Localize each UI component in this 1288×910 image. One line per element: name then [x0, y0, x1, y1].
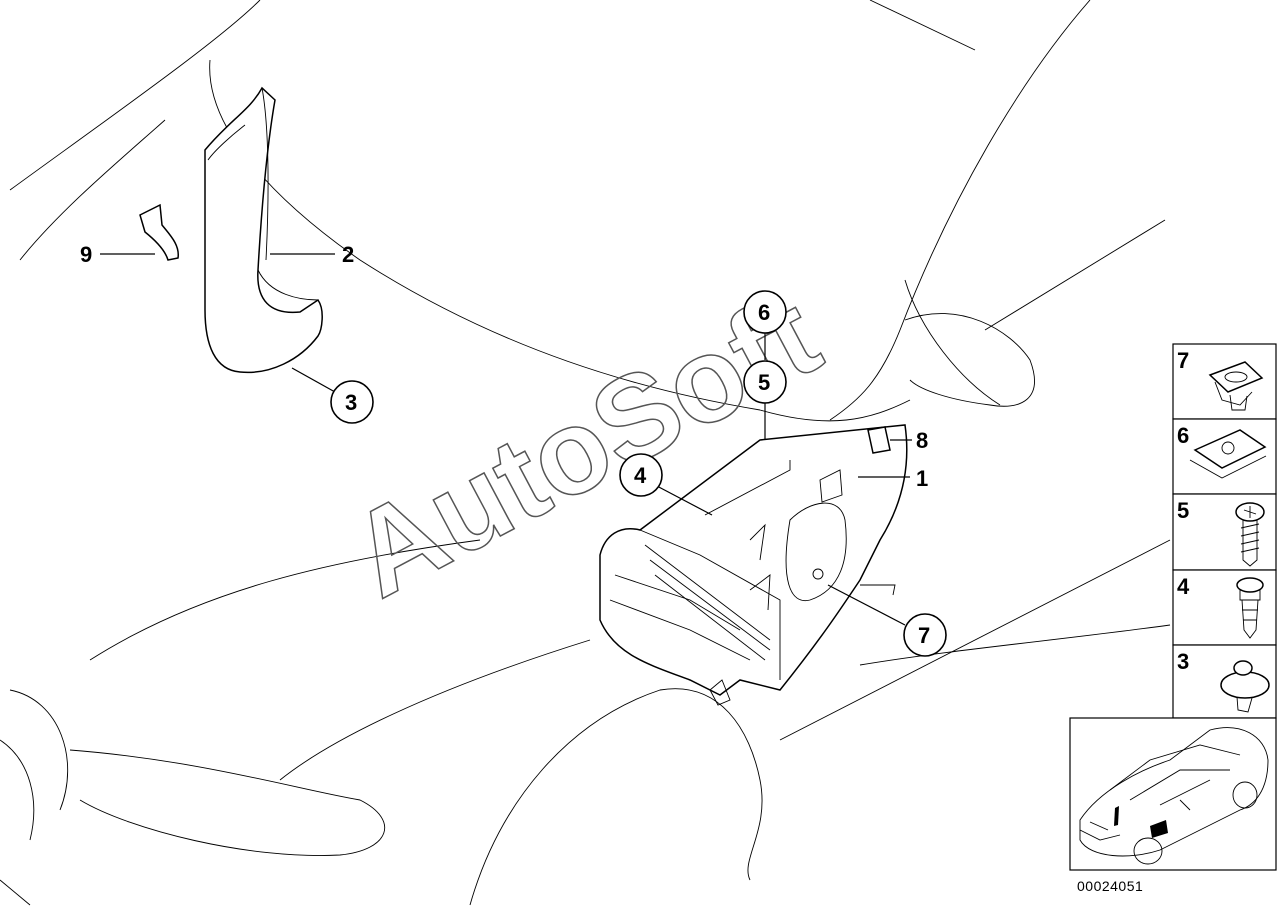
spring-nut-icon — [1189, 429, 1267, 479]
callout-label: 9 — [80, 242, 92, 267]
legend-label: 5 — [1177, 498, 1189, 523]
callout-label: 3 — [345, 390, 357, 415]
callout-9: 9 — [80, 242, 92, 267]
clip-part-9 — [139, 203, 179, 261]
legend-label: 3 — [1177, 649, 1189, 674]
callout-label: 7 — [918, 623, 930, 648]
callout-label: 8 — [916, 428, 928, 453]
callout-label: 1 — [916, 466, 928, 491]
callout-1: 1 — [916, 466, 928, 491]
callout-8: 8 — [916, 428, 928, 453]
push-clip-icon — [1220, 660, 1270, 713]
car-location-thumbnail — [1069, 717, 1277, 871]
document-number: 00024051 — [1077, 878, 1143, 894]
clip-part-8 — [867, 426, 891, 454]
fastener-legend: 7 6 5 4 3 — [1172, 343, 1277, 719]
legend-label: 7 — [1177, 348, 1189, 373]
car-location-icon — [1079, 727, 1269, 865]
screw-icon — [1235, 502, 1265, 567]
callout-6: 6 — [743, 290, 787, 334]
side-trim-panel — [599, 424, 908, 706]
callout-5: 5 — [743, 360, 787, 404]
callout-label: 6 — [758, 300, 770, 325]
callout-7: 7 — [903, 613, 947, 657]
callout-4: 4 — [619, 453, 663, 497]
legend-label: 6 — [1177, 423, 1189, 448]
legend-label: 4 — [1177, 574, 1190, 599]
callout-label: 2 — [342, 242, 354, 267]
callout-3: 3 — [330, 380, 374, 424]
leader-lines — [100, 253, 912, 626]
pillar-trim-part — [204, 86, 323, 374]
callout-label: 4 — [634, 463, 647, 488]
callout-2: 2 — [342, 242, 354, 267]
expanding-rivet-icon — [1236, 577, 1264, 639]
clip-nut-icon — [1208, 361, 1264, 411]
callout-label: 5 — [758, 370, 770, 395]
